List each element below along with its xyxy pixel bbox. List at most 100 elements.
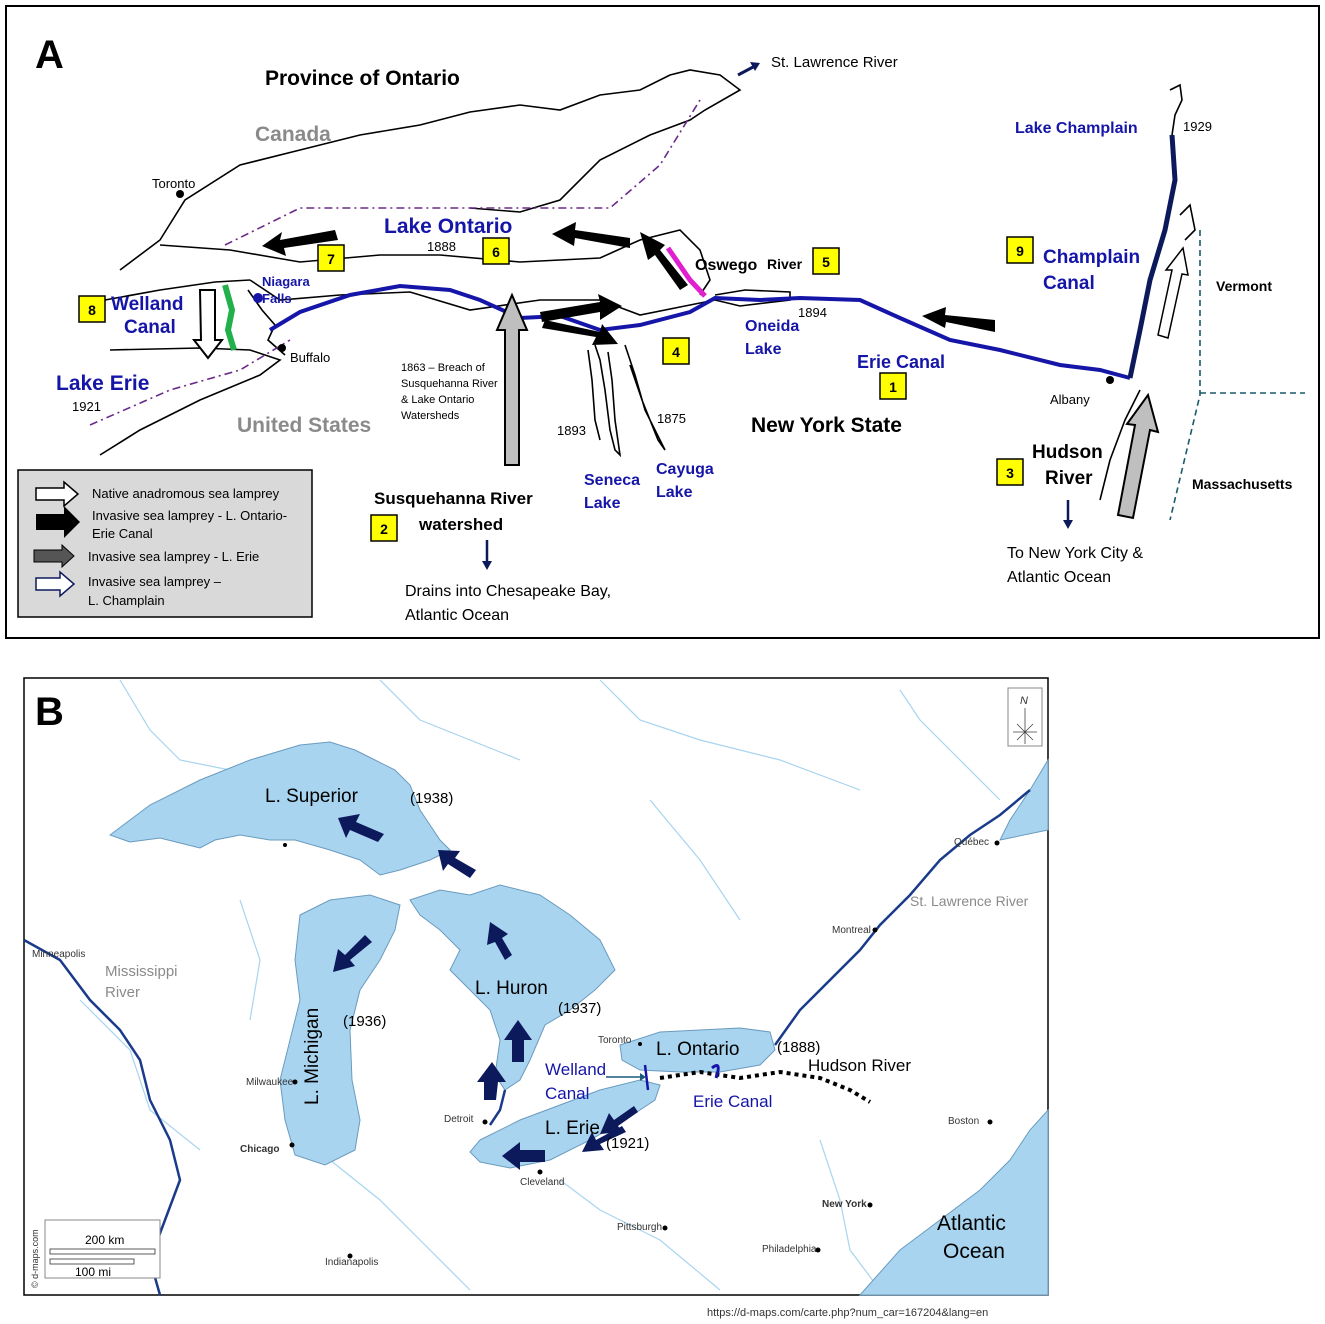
- legend-invasive-erie-label: Invasive sea lamprey - L. Erie: [88, 549, 259, 564]
- lake-erie-year: 1921: [72, 399, 101, 414]
- legend-invasive-ontario-label-1: Invasive sea lamprey - L. Ontario-: [92, 508, 287, 523]
- box-9-label: 9: [1016, 243, 1024, 259]
- scale-bar-mi: [49, 1258, 135, 1265]
- lake-ontario-year: 1888: [427, 239, 456, 254]
- welland-canal-label-1: Welland: [111, 294, 184, 315]
- compass-rose: N: [1007, 687, 1043, 747]
- box-8: [78, 295, 106, 323]
- scale-bar-km: [49, 1248, 156, 1255]
- to-nyc-label-2: Atlantic Ocean: [1007, 569, 1111, 586]
- hudson-river-label-2: River: [1045, 468, 1093, 489]
- lake-michigan-shape: [279, 894, 401, 1166]
- minor-river: [79, 999, 201, 1151]
- arrow-erie-2: [582, 1126, 626, 1152]
- oneida-lake-label-2: Lake: [745, 341, 782, 358]
- lake-superior-label: L. Superior: [265, 786, 359, 807]
- champlain-canal-label-1: Champlain: [1043, 247, 1140, 268]
- mississippi-label-2: River: [105, 984, 140, 1001]
- seneca-lake-label-2: Lake: [584, 495, 621, 512]
- st-lawrence-estuary-shape: [999, 758, 1049, 841]
- minor-river: [649, 799, 741, 921]
- breach-label-4: Watersheds: [401, 410, 460, 422]
- compass-box: [1007, 687, 1043, 747]
- box-3-label: 3: [1006, 465, 1014, 481]
- arrow-detroit-up: [477, 1062, 506, 1100]
- legend-invasive-champlain-arrow: [35, 570, 76, 598]
- box-5-label: 5: [822, 254, 830, 270]
- box-1-label: 1: [889, 379, 897, 395]
- minneapolis-label: Minneapolis: [32, 949, 85, 960]
- panel-b-minor-rivers: [79, 679, 1001, 1291]
- state-borders: [1169, 230, 1305, 521]
- champlain-lake-shape: [1169, 83, 1183, 136]
- compass-north-label: N: [1020, 695, 1028, 707]
- panel-b-city-dots: [283, 840, 1000, 1259]
- cayuga-lake-shape: [624, 344, 666, 451]
- welland-canal-label-2: Canal: [124, 317, 176, 338]
- box-7: [317, 244, 345, 272]
- minor-river: [899, 689, 1001, 801]
- panel-b-arrows: [333, 814, 638, 1170]
- arrow-champlain: [1157, 246, 1189, 339]
- seneca-lake-shape-2: [587, 349, 601, 441]
- new-york-state-label: New York State: [751, 414, 902, 437]
- lake-champlain-year: 1929: [1183, 119, 1212, 134]
- arrow-hudson-native: [1116, 392, 1160, 520]
- toronto-dot: [176, 190, 184, 198]
- arrow-to-welland: [262, 230, 338, 256]
- new-york-label: New York: [822, 1199, 867, 1210]
- ontario-inner-shore: [159, 229, 711, 296]
- champlain-canal-route: [1127, 134, 1178, 379]
- oswego-river-label: River: [767, 256, 803, 272]
- niagara-falls-label-2: Falls: [262, 291, 292, 306]
- detroit-dot: [482, 1119, 488, 1125]
- welland-canal-route: [222, 284, 237, 351]
- cayuga-lake-year: 1875: [657, 411, 686, 426]
- niagara-falls-label-1: Niagara: [262, 274, 310, 289]
- minor-river: [239, 899, 261, 1021]
- scale-mi-label: 100 mi: [75, 1265, 111, 1279]
- drains-label-1: Drains into Chesapeake Bay,: [405, 583, 611, 600]
- oneida-lake-year: 1894: [798, 305, 827, 320]
- panel-a-gray-arrows: [191, 246, 1189, 520]
- hudson-shore: [1099, 389, 1141, 501]
- scale-km-label: 200 km: [85, 1233, 124, 1247]
- panel-a-letter: A: [35, 33, 64, 77]
- arrow-erie-west: [502, 1142, 545, 1170]
- box-6: [482, 237, 510, 265]
- panel-b-lakes: [108, 741, 1049, 1296]
- lake-michigan-label: L. Michigan: [302, 1008, 323, 1105]
- pittsburgh-label: Pittsburgh: [617, 1222, 662, 1233]
- panel-b-frame: [23, 677, 1049, 1296]
- lake-ontario-b-label: L. Ontario: [656, 1039, 739, 1060]
- erie-north-shore: [104, 279, 251, 301]
- box-9: [1006, 236, 1034, 264]
- lake-huron-label: L. Huron: [475, 978, 548, 999]
- arrow-susquehanna-native: [495, 292, 529, 466]
- lake-michigan-year: (1936): [343, 1013, 386, 1030]
- to-nyc-label-1: To New York City &: [1007, 545, 1143, 562]
- vermont-label: Vermont: [1216, 278, 1272, 294]
- st-lawrence-b-label: St. Lawrence River: [910, 893, 1029, 909]
- quebec-dot: [994, 840, 1000, 846]
- drains-label-2: Atlantic Ocean: [405, 607, 509, 624]
- erie-canal-dotted-line: [659, 1069, 872, 1104]
- seneca-lake-shape: [594, 344, 622, 458]
- panel-b-city-labels: Québec Montreal Minneapolis Milwaukee Ch…: [32, 837, 989, 1268]
- boston-label: Boston: [948, 1116, 979, 1127]
- lake-champlain-label: Lake Champlain: [1015, 120, 1138, 137]
- cayuga-lake-label-1: Cayuga: [656, 461, 714, 478]
- scale-box: [44, 1219, 161, 1279]
- welland-pointer-head: [640, 1073, 646, 1081]
- atlantic-label-1: Atlantic: [937, 1212, 1006, 1235]
- minor-river: [599, 679, 861, 791]
- panel-b-major-rivers: [23, 789, 1031, 1296]
- minor-river: [329, 1159, 471, 1291]
- canada-label: Canada: [255, 123, 331, 146]
- box-2: [370, 514, 398, 542]
- lake-superior-shape: [108, 741, 451, 876]
- lake-huron-shape: [409, 884, 616, 1091]
- drains-arrow-head: [482, 561, 492, 570]
- lake-superior-year: (1938): [410, 790, 453, 807]
- arrow-to-superior: [338, 814, 384, 842]
